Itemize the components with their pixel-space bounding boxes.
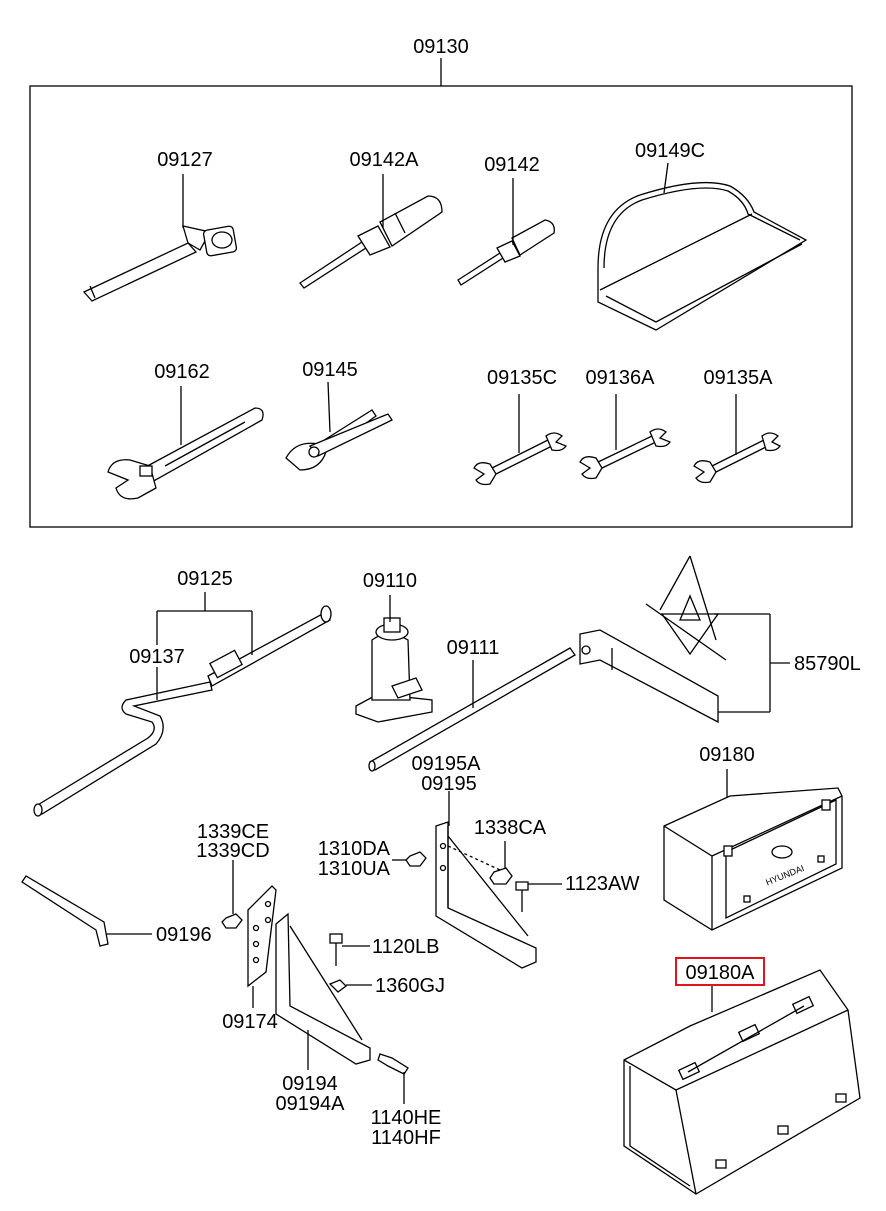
label-1310DA[interactable]: 1310DA [318, 838, 391, 860]
label-09149C[interactable]: 09149C [635, 140, 705, 162]
label-1339CE[interactable]: 1339CE [197, 821, 269, 843]
label-09162[interactable]: 09162 [154, 361, 210, 383]
label-85790L[interactable]: 85790L [794, 653, 861, 675]
tool-box-09180A [623, 969, 861, 1195]
pliers [285, 409, 393, 471]
nut-1338CA [489, 867, 513, 885]
label-09110[interactable]: 09110 [363, 570, 417, 592]
label-09127[interactable]: 09127 [157, 149, 213, 171]
spanner-b [693, 432, 781, 484]
tool-bag [597, 181, 808, 331]
bracket-09194 [275, 912, 371, 1065]
label-1338CA[interactable]: 1338CA [474, 817, 547, 839]
label-09180A[interactable]: 09180A [686, 962, 756, 984]
label-09111[interactable]: 09111 [447, 637, 500, 659]
label-1123AW[interactable]: 1123AW [565, 873, 640, 895]
label-1360GJ[interactable]: 1360GJ [375, 975, 445, 997]
label-09135C[interactable]: 09135C [487, 367, 557, 389]
label-09194[interactable]: 09194 [282, 1073, 338, 1095]
nut-1339CE [221, 913, 243, 929]
bolt-1120LB [329, 933, 343, 966]
label-1140HE[interactable]: 1140HE [371, 1107, 442, 1129]
label-09136A[interactable]: 09136A [586, 367, 656, 389]
label-09195[interactable]: 09195 [421, 773, 477, 795]
cross-screwdriver [457, 219, 555, 286]
adjustable-wrench [107, 407, 264, 500]
bracket-09195 [435, 821, 537, 969]
hex-wrench [21, 875, 109, 947]
label-1120LB[interactable]: 1120LB [372, 936, 439, 958]
label-1339CD[interactable]: 1339CD [196, 840, 269, 862]
jack-handle [33, 605, 332, 817]
flat-screwdriver [299, 195, 443, 289]
label-09174[interactable]: 09174 [222, 1011, 278, 1033]
wheel-nut-wrench [82, 225, 238, 302]
bottle-jack [355, 617, 433, 723]
spanner-a [579, 428, 671, 480]
tool-box-09180: HYUNDAI [663, 787, 843, 931]
spanner-c [473, 432, 567, 486]
extension-bar [368, 647, 576, 772]
nut-1310DA [405, 851, 427, 867]
label-09142[interactable]: 09142 [484, 154, 540, 176]
label-09195A[interactable]: 09195A [412, 753, 482, 775]
clip-1360GJ [328, 979, 347, 993]
highlight-box-09180A [675, 957, 765, 986]
label-1140HF[interactable]: 1140HF [371, 1127, 441, 1149]
label-09194A[interactable]: 09194A [276, 1093, 346, 1115]
label-09142A[interactable]: 09142A [350, 149, 420, 171]
bolt-1123AW [515, 881, 529, 912]
warning-triangle-kit [579, 555, 727, 724]
label-09196[interactable]: 09196 [156, 924, 212, 946]
plate-09174 [247, 885, 277, 988]
label-09137[interactable]: 09137 [129, 646, 185, 668]
label-09135A[interactable]: 09135A [704, 367, 774, 389]
bolt-1140HE [377, 1053, 409, 1075]
label-1310UA[interactable]: 1310UA [318, 858, 391, 880]
label-09130[interactable]: 09130 [413, 36, 469, 58]
label-09145[interactable]: 09145 [302, 359, 358, 381]
label-09125[interactable]: 09125 [177, 568, 233, 590]
label-09180[interactable]: 09180 [699, 744, 755, 766]
